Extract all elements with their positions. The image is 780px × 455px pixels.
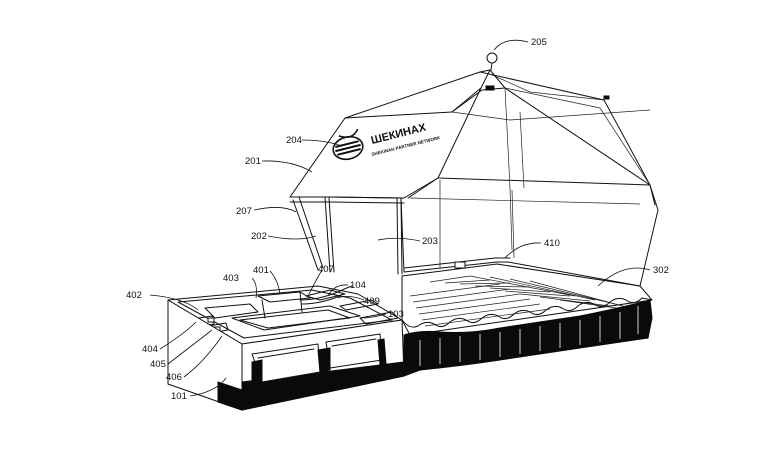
canopy bbox=[289, 52, 659, 287]
label-201: 201 bbox=[245, 156, 261, 167]
label-410: 410 bbox=[544, 238, 560, 249]
label-104: 104 bbox=[350, 280, 366, 291]
label-103: 103 bbox=[388, 309, 404, 320]
label-205: 205 bbox=[531, 37, 547, 48]
reference-numerals: 205 204 201 207 202 203 410 302 401 403 … bbox=[126, 37, 669, 402]
label-202: 202 bbox=[251, 231, 267, 242]
label-203: 203 bbox=[422, 236, 438, 247]
label-204: 204 bbox=[286, 135, 302, 146]
label-101: 101 bbox=[171, 391, 187, 402]
label-409: 409 bbox=[364, 296, 380, 307]
label-404: 404 bbox=[142, 344, 158, 355]
label-403: 403 bbox=[223, 273, 239, 284]
leader-lines bbox=[149, 39, 651, 397]
label-407: 407 bbox=[318, 264, 334, 275]
label-405: 405 bbox=[150, 359, 166, 370]
label-401: 401 bbox=[253, 265, 269, 276]
mattress bbox=[401, 257, 653, 377]
label-302: 302 bbox=[653, 265, 669, 276]
hanging-ring-icon bbox=[486, 52, 498, 64]
label-406: 406 bbox=[166, 372, 182, 383]
label-207: 207 bbox=[236, 206, 252, 217]
console-box bbox=[167, 285, 405, 411]
label-402: 402 bbox=[126, 290, 142, 301]
